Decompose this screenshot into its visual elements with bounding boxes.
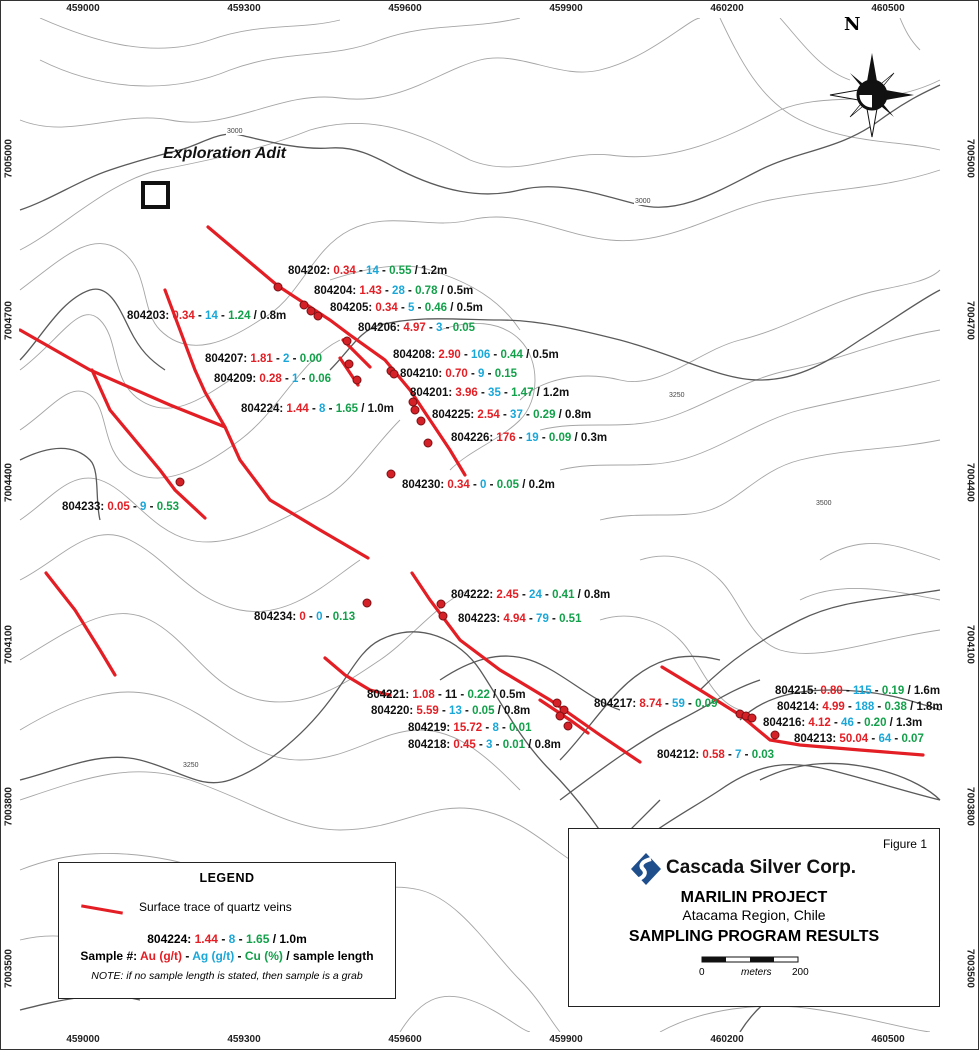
sample-label: 804225: 2.54 - 37 - 0.29 / 0.8m [432,409,592,421]
sample-label: 804204: 1.43 - 28 - 0.78 / 0.5m [314,285,474,297]
easting-tick: 459000 [66,1034,100,1045]
legend-example: 804224: 1.44 - 8 - 1.65 / 1.0m [147,932,307,946]
easting-tick: 460200 [710,3,744,14]
contour-label: 3000 [634,198,652,205]
sample-label: 804212: 0.58 - 7 - 0.03 [657,749,775,761]
scale-end: 200 [792,967,809,978]
sample-points [175,282,780,740]
project-name: MARILIN PROJECT [680,889,828,906]
sample-label: 804230: 0.34 - 0 - 0.05 / 0.2m [402,479,555,491]
contour-label: 3500 [815,500,833,507]
company-logo-icon [631,853,661,885]
sample-label: 804208: 2.90 - 106 - 0.44 / 0.5m [393,349,559,361]
index-contour-lines [19,84,941,1032]
sample-label: 804206: 4.97 - 3 - 0.05 [358,322,476,334]
sample-label: 804205: 0.34 - 5 - 0.46 / 0.5m [330,302,483,314]
easting-tick: 460200 [710,1034,744,1045]
legend-key: Sample #: Au (g/t) - Ag (g/t) - Cu (%) /… [80,949,374,963]
sample-label: 804226: 176 - 19 - 0.09 / 0.3m [451,432,608,444]
sample-label: 804222: 2.45 - 24 - 0.41 / 0.8m [451,589,611,601]
sample-label: 804219: 15.72 - 8 - 0.01 [408,722,532,734]
quartz-vein-traces [19,225,925,764]
sample-label: 804207: 1.81 - 2 - 0.00 [205,353,323,365]
sample-label: 804215: 0.80 - 115 - 0.19 / 1.6m [775,685,941,697]
legend-note: NOTE: if no sample length is stated, the… [91,970,363,982]
contour-label: 3250 [182,762,200,769]
sample-label: 804234: 0 - 0 - 0.13 [254,611,356,623]
sample-label: 804201: 3.96 - 35 - 1.47 / 1.2m [410,387,570,399]
map-subtitle: SAMPLING PROGRAM RESULTS [628,928,880,945]
sample-label: 804213: 50.04 - 64 - 0.07 [794,733,924,745]
sample-label: 804220: 5.59 - 13 - 0.05 / 0.8m [371,705,531,717]
scale-start: 0 [699,967,705,978]
sample-label: 804202: 0.34 - 14 - 0.55 / 1.2m [288,265,448,277]
easting-tick: 459000 [66,3,100,14]
easting-tick: 459900 [549,1034,583,1045]
sample-label: 804216: 4.12 - 46 - 0.20 / 1.3m [763,717,923,729]
contour-label: 3000 [226,128,244,135]
scale-bar: 0 meters 200 [699,956,809,978]
sample-label: 804209: 0.28 - 1 - 0.06 [214,373,332,385]
sample-label: 804217: 8.74 - 59 - 0.09 [594,698,718,710]
title-block: Figure 1 Cascada Silver Corp. MARILIN PR… [568,828,940,1007]
sample-label: 804224: 1.44 - 8 - 1.65 / 1.0m [241,403,394,415]
easting-tick: 459300 [227,1034,261,1045]
sample-label: 804203: 0.34 - 14 - 1.24 / 0.8m [127,310,287,322]
north-arrow-icon [829,53,914,138]
easting-tick: 459900 [549,3,583,14]
sample-label: 804210: 0.70 - 9 - 0.15 [400,368,518,380]
scale-unit: meters [741,967,772,978]
sample-label: 804223: 4.94 - 79 - 0.51 [458,613,582,625]
easting-tick: 459600 [388,3,422,14]
sample-label: 804218: 0.45 - 3 - 0.01 / 0.8m [408,739,561,751]
sample-label: 804214: 4.99 - 188 - 0.38 / 1.8m [777,701,943,713]
easting-tick: 460500 [871,1034,905,1045]
adit-label: Exploration Adit [163,145,286,162]
vein-legend-symbol [81,904,123,915]
legend-vein-label: Surface trace of quartz veins [139,900,292,914]
company-name: Cascada Silver Corp. [666,857,857,878]
easting-tick: 459600 [388,1034,422,1045]
easting-tick: 459300 [227,3,261,14]
sample-label: 804233: 0.05 - 9 - 0.53 [62,501,180,513]
region-name: Atacama Region, Chile [682,907,826,923]
adit-symbol [141,181,170,209]
figure-number: Figure 1 [882,837,927,851]
legend-box: LEGEND Surface trace of quartz veins 804… [58,862,396,999]
contour-label: 3250 [668,392,686,399]
contour-lines [19,18,941,1032]
easting-tick: 460500 [871,3,905,14]
sample-label: 804221: 1.08 - 11 - 0.22 / 0.5m [367,689,526,701]
north-label: N [844,14,861,35]
legend-title: LEGEND [199,871,255,885]
